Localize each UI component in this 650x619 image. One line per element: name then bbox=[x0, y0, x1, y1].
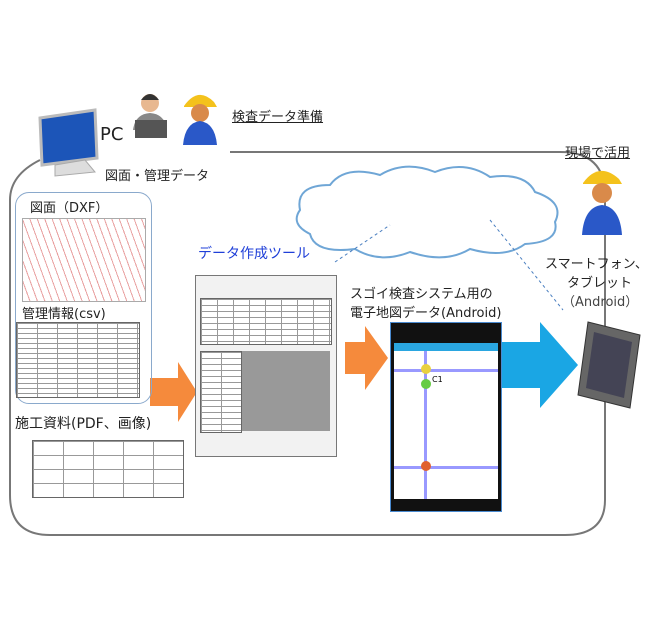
orange-arrow-2 bbox=[345, 326, 388, 390]
drawing-management-data-label: 図面・管理データ bbox=[105, 165, 209, 184]
cloud bbox=[297, 167, 558, 258]
field-worker-icon bbox=[183, 95, 217, 145]
data-creation-tool-label: データ作成ツール bbox=[198, 243, 310, 263]
device-label-line1: スマートフォン、 bbox=[545, 253, 648, 272]
dxf-label: 図面（DXF） bbox=[30, 197, 108, 216]
orange-arrow-1 bbox=[150, 362, 197, 422]
csv-table-thumbnail bbox=[16, 322, 140, 398]
pc-monitor-icon bbox=[40, 110, 97, 176]
android-map-screenshot: C1 bbox=[390, 322, 502, 512]
csv-label: 管理情報(csv) bbox=[22, 303, 106, 322]
construction-docs-label: 施工資料(PDF、画像) bbox=[15, 413, 151, 433]
prepare-label: 検査データ準備 bbox=[232, 106, 323, 125]
field-use-label: 現場で活用 bbox=[565, 142, 630, 161]
site-worker-icon bbox=[582, 171, 622, 235]
dxf-drawing-thumbnail bbox=[22, 218, 146, 302]
device-label-line3: （Android） bbox=[562, 291, 638, 310]
map-data-label-line2: 電子地図データ(Android) bbox=[350, 302, 501, 321]
construction-docs-thumbnail bbox=[32, 440, 184, 498]
pc-label: PC bbox=[100, 124, 123, 145]
tablet-icon bbox=[578, 322, 640, 408]
blue-arrow bbox=[500, 322, 578, 408]
map-marker-label: C1 bbox=[432, 375, 443, 384]
map-data-label-line1: スゴイ検査システム用の bbox=[350, 283, 493, 302]
office-worker-icon bbox=[133, 94, 167, 138]
data-creation-tool-screenshot bbox=[195, 275, 337, 457]
device-label-line2: タブレット bbox=[567, 272, 632, 291]
